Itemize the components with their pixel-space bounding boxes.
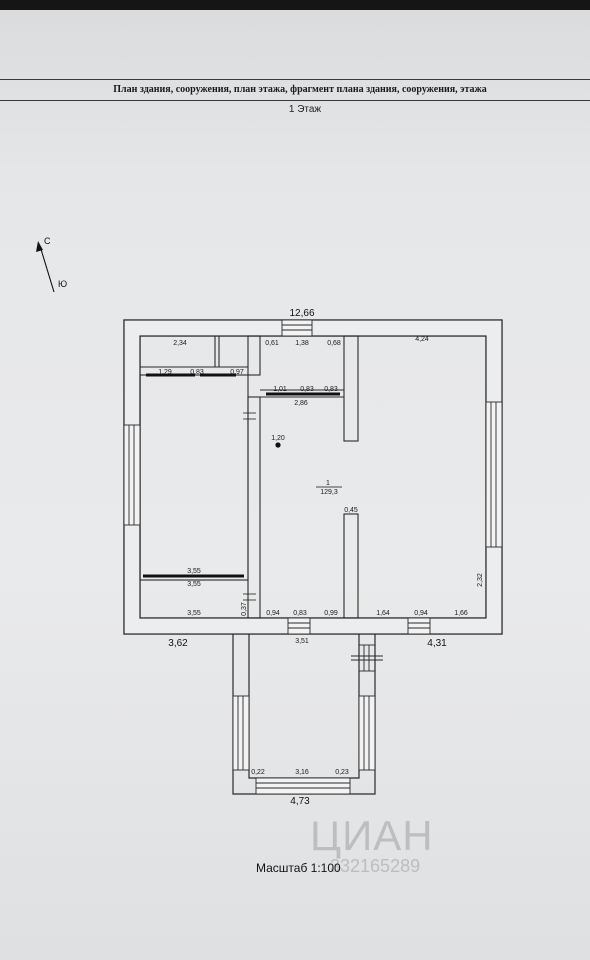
dim-3-51: 3,51 bbox=[295, 638, 309, 645]
door-marks bbox=[143, 373, 340, 578]
room-number: 1 bbox=[326, 480, 330, 487]
dim-0-61: 0,61 bbox=[265, 340, 279, 347]
dim-overall-width: 12,66 bbox=[289, 308, 314, 319]
dim-4-24: 4,24 bbox=[415, 336, 429, 343]
dim-left-width: 3,62 bbox=[168, 638, 188, 649]
dim-0-45: 0,45 bbox=[344, 507, 358, 514]
door-ticks bbox=[243, 412, 256, 601]
dim-0-23: 0,23 bbox=[335, 769, 349, 776]
dim-0-83-c: 0,83 bbox=[324, 386, 338, 393]
dim-0-99: 0,99 bbox=[324, 610, 338, 617]
dim-right-width: 4,31 bbox=[427, 638, 447, 649]
watermark-id: 332165289 bbox=[330, 856, 421, 876]
compass-arrow: С Ю bbox=[36, 236, 67, 293]
dim-0-97: 0,97 bbox=[230, 369, 244, 376]
dim-2-86: 2,86 bbox=[294, 400, 308, 407]
dim-0-37: 0,37 bbox=[241, 602, 248, 616]
dim-0-68: 0,68 bbox=[327, 340, 341, 347]
dim-porch-width: 4,73 bbox=[290, 796, 310, 807]
room-area-label: 1 129,3 bbox=[316, 480, 342, 496]
dim-3-55-b: 3,55 bbox=[187, 581, 201, 588]
header-rule-bottom bbox=[0, 100, 590, 101]
watermark-word: ЦИАН bbox=[310, 812, 434, 859]
dim-0-94-a: 0,94 bbox=[266, 610, 280, 617]
dim-1-01: 1,01 bbox=[273, 386, 287, 393]
dim-2-34: 2,34 bbox=[173, 340, 187, 347]
interior-walls bbox=[139, 335, 359, 619]
dim-3-16: 3,16 bbox=[295, 769, 309, 776]
dim-0-94-b: 0,94 bbox=[414, 610, 428, 617]
dim-0-83-b: 0,83 bbox=[300, 386, 314, 393]
dim-1-38: 1,38 bbox=[295, 340, 309, 347]
dim-1-66: 1,66 bbox=[454, 610, 468, 617]
scale-label: Масштаб 1:100 bbox=[256, 861, 341, 875]
dim-1-64: 1,64 bbox=[376, 610, 390, 617]
compass-north-label: С bbox=[44, 236, 51, 246]
floor-label: 1 Этаж bbox=[288, 104, 322, 115]
dim-3-55-c: 3,55 bbox=[187, 610, 201, 617]
dim-3-55-a: 3,55 bbox=[187, 568, 201, 575]
ceiling-marker bbox=[275, 442, 281, 448]
entrance-door bbox=[351, 644, 383, 672]
dim-1-20: 1,20 bbox=[271, 435, 285, 442]
dim-0-22: 0,22 bbox=[251, 769, 265, 776]
header-rule-top bbox=[0, 79, 590, 80]
watermark: ЦИАН 332165289 bbox=[300, 812, 530, 882]
dim-1-29: 1,29 bbox=[158, 369, 172, 376]
compass-south-label: Ю bbox=[58, 279, 67, 289]
room-area: 129,3 bbox=[320, 489, 338, 496]
top-dark-edge bbox=[0, 0, 590, 10]
dim-0-83-a: 0,83 bbox=[190, 369, 204, 376]
page-title: План здания, сооружения, план этажа, фра… bbox=[113, 84, 487, 95]
windows bbox=[123, 319, 503, 795]
dim-2-32: 2,32 bbox=[477, 573, 484, 587]
dim-0-83-d: 0,83 bbox=[293, 610, 307, 617]
dimension-labels: 12,66 3,62 4,31 4,73 2,34 0,61 1,38 0,68… bbox=[158, 308, 484, 807]
